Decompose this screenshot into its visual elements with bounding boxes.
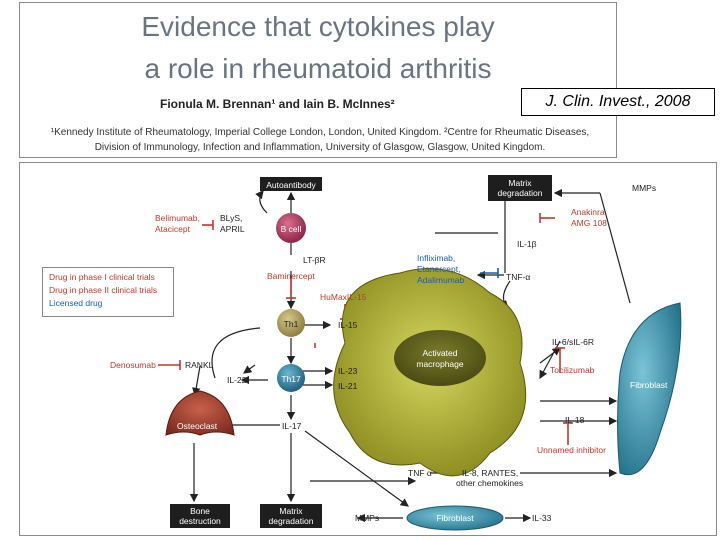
drug-legend: Drug in phase I clinical trials Drug in … xyxy=(42,267,174,317)
autoantibody-label: Autoantibody xyxy=(266,180,316,190)
legend-licensed: Licensed drug xyxy=(49,298,103,308)
journal-citation: J. Clin. Invest., 2008 xyxy=(521,88,715,116)
matrix-degradation-bottom-box xyxy=(260,504,322,528)
tnfa-top-label: TNF-α xyxy=(506,272,530,282)
denosumab-label: Denosumab xyxy=(110,360,156,370)
legend-phase2: Drug in phase II clinical trials xyxy=(49,285,158,295)
autoantibody-box xyxy=(260,177,322,191)
activated-label: Activated xyxy=(423,348,458,358)
belimumab-label: Belimumab, xyxy=(155,213,200,223)
pathway-arrows xyxy=(189,188,631,523)
rankl-label: RANKL xyxy=(185,360,214,370)
fibroblast-bottom-label: Fibroblast xyxy=(436,513,474,523)
april-label: APRIL xyxy=(220,224,245,234)
bone-destruction-label-2: destruction xyxy=(179,516,221,526)
il22-label: IL-22 xyxy=(227,375,247,385)
lt-br-label: LT-βR xyxy=(303,255,326,265)
tocilizumab-label: Tocilizumab xyxy=(550,365,595,375)
il1b-label: IL-1β xyxy=(517,239,537,249)
il6-label: IL-6/sIL-6R xyxy=(552,337,594,347)
chemokines-label: other chemokines xyxy=(456,478,523,488)
article-title-line-2: a role in rheumatoid arthritis xyxy=(144,53,492,84)
diagram-canvas: Autoantibody Matrix degradation MMPs Bel… xyxy=(110,175,682,531)
infliximab-label: Infliximab, xyxy=(417,253,455,263)
affiliation-line-1: ¹Kennedy Institute of Rheumatology, Impe… xyxy=(50,127,590,138)
matrix-degradation-top-box xyxy=(488,175,552,201)
b-cell xyxy=(276,213,306,243)
humax-label: HuMaxIL-15 xyxy=(320,292,367,302)
mmps-top-label: MMPs xyxy=(632,183,656,193)
adalimumab-label: Adalimumab xyxy=(417,275,465,285)
il21-label: IL-21 xyxy=(338,381,358,391)
fibroblast-right-cell xyxy=(617,302,682,475)
article-header: Evidence that cytokines play a role in r… xyxy=(19,2,617,158)
matrix-degradation-top-label-2: degradation xyxy=(498,188,543,198)
il15-label: IL-15 xyxy=(338,320,358,330)
matrix-degradation-top-label-1: Matrix xyxy=(508,178,532,188)
il23-label: IL-23 xyxy=(338,366,358,376)
th1-label: Th1 xyxy=(284,319,299,329)
fibroblast-bottom-cell xyxy=(406,505,504,531)
baminercept-label: Baminercept xyxy=(267,271,315,281)
mmps-bottom-label: MMPs xyxy=(355,513,379,523)
blys-label: BLyS, xyxy=(220,213,242,223)
macrophage-nucleus xyxy=(394,330,486,386)
amg108-label: AMG 108 xyxy=(571,218,607,228)
th1-cell xyxy=(277,309,305,337)
cytokine-diagram: Autoantibody Matrix degradation MMPs Bel… xyxy=(19,162,717,536)
legend-phase1: Drug in phase I clinical trials xyxy=(49,272,155,282)
etanercept-label: Etanercept, xyxy=(417,264,460,274)
bone-destruction-label-1: Bone xyxy=(190,506,210,516)
atacicept-label: Atacicept xyxy=(155,224,191,234)
fibroblast-right-label: Fibroblast xyxy=(630,380,668,390)
b-cell-label: B cell xyxy=(281,224,302,234)
tnfa-bottom-label: TNF α xyxy=(408,468,432,478)
unnamed-inhibitor-label: Unnamed inhibitor xyxy=(537,445,606,455)
anakinra-label: Anakinra, xyxy=(571,207,607,217)
affiliation-line-2: Division of Immunology, Infection and In… xyxy=(94,142,546,153)
matrix-degradation-bottom-label-2: degradation xyxy=(269,516,314,526)
il17-label: IL-17 xyxy=(282,421,302,431)
th17-cell xyxy=(277,364,305,392)
article-authors: Fionula M. Brennan¹ and Iain B. McInnes² xyxy=(160,97,395,111)
th17-label: Th17 xyxy=(281,374,301,384)
osteoclast-cell xyxy=(165,390,235,436)
il18-label: IL-18 xyxy=(565,415,585,425)
article-title-line-1: Evidence that cytokines play xyxy=(141,11,495,42)
il8-label: IL-8, RANTES, xyxy=(462,468,518,478)
macrophage-label: macrophage xyxy=(416,359,464,369)
matrix-degradation-bottom-label-1: Matrix xyxy=(279,506,303,516)
osteoclast-label: Osteoclast xyxy=(177,421,218,431)
bone-destruction-box xyxy=(170,504,230,528)
il33-label: IL-33 xyxy=(532,513,552,523)
licensed-inhibitor-lines xyxy=(480,268,499,278)
